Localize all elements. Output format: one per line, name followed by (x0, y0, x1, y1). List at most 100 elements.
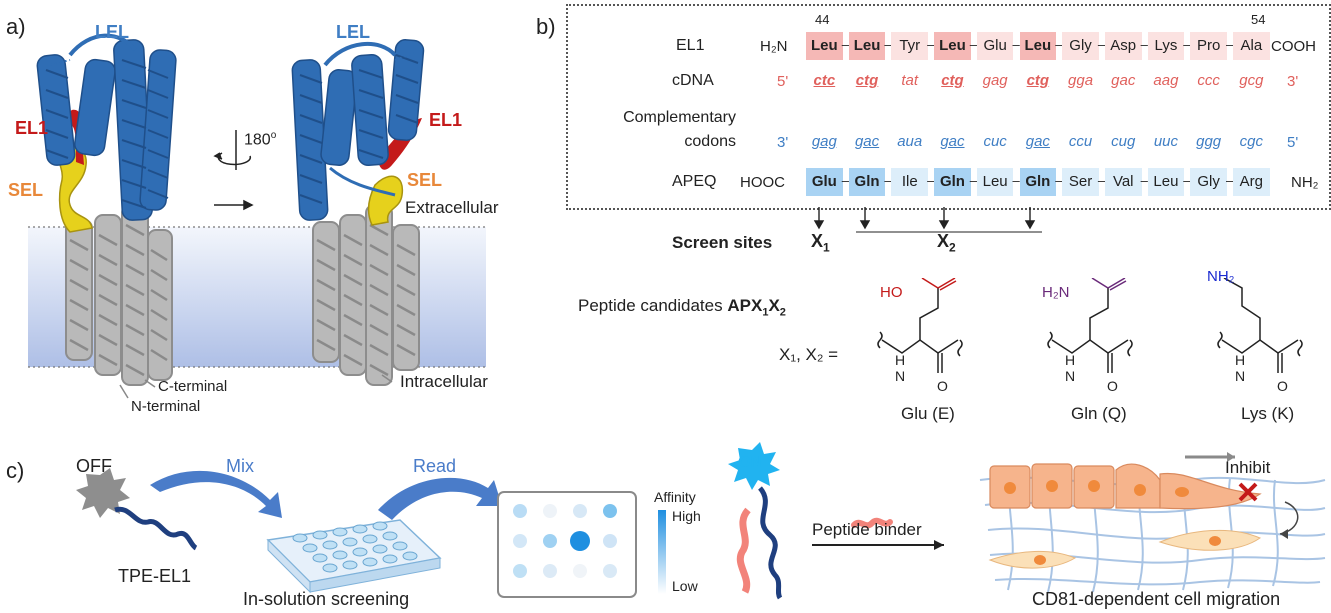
bond-dash: – (884, 37, 892, 52)
on-label: ON (738, 454, 762, 471)
cell-migration-scene (979, 452, 1326, 593)
bond-dash: – (841, 173, 849, 188)
panel-b-label: b) (536, 14, 556, 39)
apeq-residue: Glu (806, 168, 843, 196)
apeq-residue: Ser (1062, 168, 1099, 196)
bond-dash: – (1097, 173, 1106, 188)
el1-row-label: EL1 (676, 37, 705, 54)
peptide-binder-icon (851, 517, 893, 529)
lys-side-label: NH₂ (1207, 268, 1235, 285)
bond-dash: – (969, 173, 978, 188)
complementary-codon: gac (1025, 133, 1050, 150)
complementary-codon: ccu (1068, 133, 1093, 150)
screen-site-arrows (813, 207, 1042, 233)
lys-name: Lys (K) (1241, 404, 1295, 423)
apeq-residue: Gln (1019, 168, 1057, 196)
affinity-gradient-bar (658, 510, 666, 594)
cdna-codon: tat (901, 72, 919, 89)
tpe-on-star (728, 442, 780, 490)
on-binder-chain (736, 507, 751, 594)
panel-a-figure (28, 33, 486, 399)
glu-structure (877, 278, 963, 373)
apeq-residue: Ile (891, 168, 929, 196)
panel-c-figure (76, 442, 1326, 600)
gln-o: O (1107, 378, 1118, 394)
el1-label-left: EL1 (15, 118, 49, 138)
el1-residue: Glu (976, 32, 1014, 60)
well-plate (266, 519, 442, 594)
inhibit-x-icon (1238, 482, 1258, 502)
residue-number-54: 54 (1251, 12, 1266, 27)
intracellular-label: Intracellular (400, 372, 488, 391)
extracellular-label: Extracellular (405, 198, 499, 217)
apeq-residue: Gln (848, 168, 886, 196)
sequence-box (566, 4, 1331, 210)
el1-residue: Lys (1147, 32, 1185, 60)
apeq-residue: Arg (1233, 168, 1270, 196)
apeq-n-term: NH₂ (1291, 174, 1319, 191)
complementary-codon: gac (854, 133, 880, 150)
cdna-codon: gac (1111, 72, 1136, 89)
el1-residue: Leu (806, 32, 843, 60)
apeq-residue: Gln (934, 168, 971, 196)
inhibit-label: Inhibit (1225, 458, 1271, 477)
bond-dash: – (1055, 37, 1063, 52)
on-peptide-chain (757, 486, 783, 600)
gln-name: Gln (Q) (1071, 404, 1127, 423)
lel-label-left: LEL (95, 22, 129, 42)
residue-number-44: 44 (815, 12, 830, 27)
peptide-candidates-label: Peptide candidates APX1X2 (578, 296, 786, 319)
bond-dash: – (927, 37, 935, 52)
cdna-codon: ctg (941, 72, 964, 89)
x1-label: X1 (811, 231, 830, 255)
cdna-3prime: 3' (1287, 73, 1299, 90)
cdna-codon: gag (982, 72, 1008, 89)
apeq-residue: Leu (976, 168, 1014, 196)
cdna-codon: ctc (813, 72, 836, 89)
apeq-c-term: HOOC (740, 174, 785, 191)
tpe-el1-label: TPE-EL1 (118, 566, 192, 586)
mix-arrow (150, 470, 282, 518)
cdna-codon: ccc (1197, 72, 1220, 89)
read-arrow (378, 477, 502, 520)
el1-c-term: COOH (1271, 38, 1316, 55)
cdna-codon: gga (1068, 72, 1094, 89)
lys-o: O (1277, 378, 1288, 394)
read-label: Read (413, 456, 457, 476)
cdna-codon: aag (1153, 72, 1179, 89)
complementary-codon: cuc (983, 133, 1007, 150)
n-terminal-label: N-terminal (131, 398, 201, 415)
right-protein-structure (291, 39, 425, 386)
readout-plate (497, 491, 637, 598)
complementary-codon: cgc (1239, 133, 1264, 150)
x2-label: X2 (937, 231, 956, 255)
glu-o: O (937, 378, 948, 394)
comp-5prime: 5' (1287, 134, 1299, 151)
bond-dash: – (841, 37, 849, 52)
bond-dash: – (1226, 173, 1234, 188)
apeq-residue: Gly (1190, 168, 1227, 196)
el1-residue: Tyr (891, 32, 929, 60)
lel-label-right: LEL (336, 22, 370, 42)
complementary-codon: gag (811, 133, 837, 150)
mix-label: Mix (226, 456, 254, 476)
complementary-codon: uuc (1153, 133, 1179, 150)
apeq-residue: Leu (1147, 168, 1185, 196)
cdna-codon: ctg (855, 72, 879, 89)
in-solution-screening-label: In-solution screening (243, 589, 410, 609)
gln-structure (1047, 278, 1133, 373)
glu-side-label: HO (880, 284, 903, 301)
lys-structure (1217, 278, 1303, 373)
off-label: OFF (76, 456, 112, 476)
complementary-codon: cug (1111, 133, 1136, 150)
sel-label-left: SEL (8, 180, 44, 200)
glu-name: Glu (E) (901, 404, 955, 423)
c-terminal-label: C-terminal (158, 378, 228, 395)
bond-dash: – (1012, 173, 1020, 188)
bond-dash: – (1183, 173, 1191, 188)
comp-3prime: 3' (777, 134, 789, 151)
left-protein-structure (36, 33, 177, 399)
